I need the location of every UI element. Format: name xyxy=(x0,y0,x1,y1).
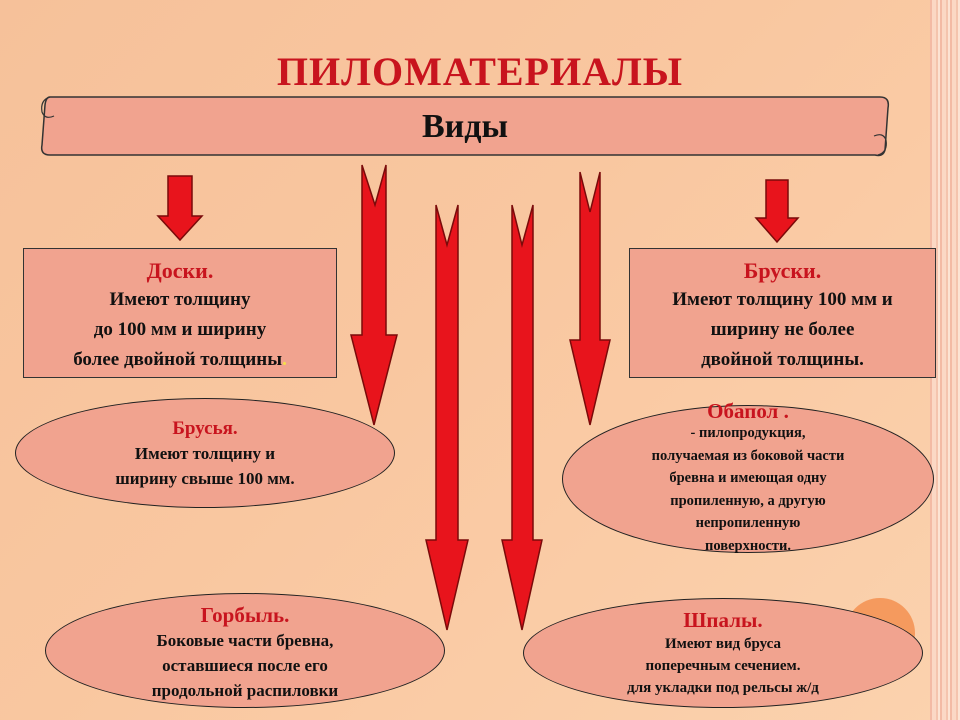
shpaly-ellipse: Шпалы. Имеют вид бруса поперечным сечени… xyxy=(523,598,923,708)
shpaly-title: Шпалы. xyxy=(683,608,763,632)
gorbyl-text: Боковые части бревна, оставшиеся после е… xyxy=(151,631,339,700)
bruski-box: Бруски. Имеют толщину 100 мм и ширину не… xyxy=(629,248,936,378)
obapol-ellipse: Обапол . - пилопродукция, получаемая из … xyxy=(562,400,934,554)
brusya-ellipse: Брусья. Имеют толщину и ширину свыше 100… xyxy=(15,398,395,508)
gorbyl-title: Горбыль. xyxy=(200,603,290,627)
shpaly-text: Имеют вид бруса поперечным сечением. для… xyxy=(627,636,819,696)
doski-text: Имеют толщину до 100 мм и ширину более д… xyxy=(73,289,283,370)
arrow-to-shpaly xyxy=(501,204,543,631)
brusya-text: Имеют толщину и ширину свыше 100 мм. xyxy=(115,444,295,488)
page-title: ПИЛОМАТЕРИАЛЫ xyxy=(276,49,684,94)
arrow-to-doski xyxy=(156,175,204,242)
arrow-to-obapol xyxy=(569,171,611,426)
gorbyl-ellipse: Горбыль. Боковые части бревна, оставшиес… xyxy=(45,593,445,708)
brusya-title: Брусья. xyxy=(172,418,238,439)
doski-dot: . xyxy=(282,349,287,370)
bruski-text: Имеют толщину 100 мм и ширину не более д… xyxy=(672,289,893,370)
obapol-text: - пилопродукция, получаемая из боковой ч… xyxy=(651,425,845,554)
arrow-to-brusya xyxy=(350,164,398,426)
arrow-to-gorbyl xyxy=(425,204,469,631)
obapol-title: Обапол . xyxy=(707,399,789,423)
arrow-to-bruski xyxy=(754,179,800,244)
doski-body: Имеют толщину до 100 мм и ширину более д… xyxy=(24,285,336,375)
doski-box: Доски. Имеют толщину до 100 мм и ширину … xyxy=(23,248,337,378)
doski-title: Доски. xyxy=(146,258,214,283)
bruski-title: Бруски. xyxy=(743,258,822,283)
banner-scroll xyxy=(40,96,890,157)
banner-label: Виды xyxy=(421,108,508,145)
